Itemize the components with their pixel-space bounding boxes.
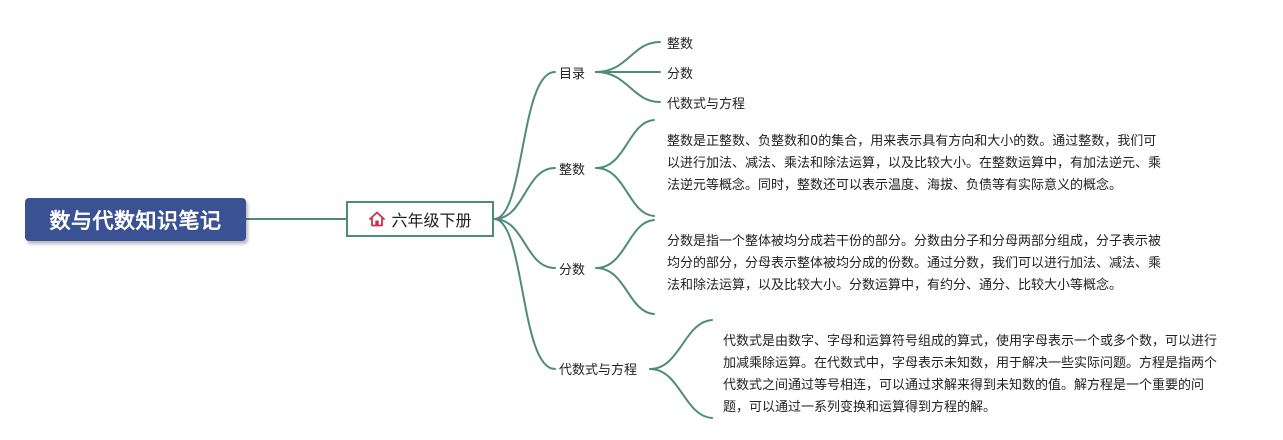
subtopic-node[interactable]: 六年级下册 [346,201,494,237]
branch-fractions[interactable]: 分数 [559,263,586,278]
root-title: 数与代数知识笔记 [49,208,222,233]
algebra-description[interactable]: 代数式是由数字、字母和运算符号组成的算式，使用字母表示一个或多个数，可以进行加减… [723,334,1218,415]
fractions-description[interactable]: 分数是指一个整体被均分成若干份的部分。分数由分子和分母两部分组成，分子表示被均分… [667,234,1162,293]
house-icon [369,211,386,227]
contents-item-integers[interactable]: 整数 [667,37,694,52]
integers-description[interactable]: 整数是正整数、负整数和0的集合，用来表示具有方向和大小的数。通过整数，我们可以进… [667,134,1162,193]
contents-item-algebra[interactable]: 代数式与方程 [667,97,746,112]
branch-integers[interactable]: 整数 [559,163,586,178]
branch-algebra[interactable]: 代数式与方程 [559,363,638,378]
branch-contents[interactable]: 目录 [559,67,586,82]
contents-item-fractions[interactable]: 分数 [667,67,694,82]
subtopic-label: 六年级下册 [391,211,472,230]
root-topic[interactable]: 数与代数知识笔记 [25,198,246,241]
